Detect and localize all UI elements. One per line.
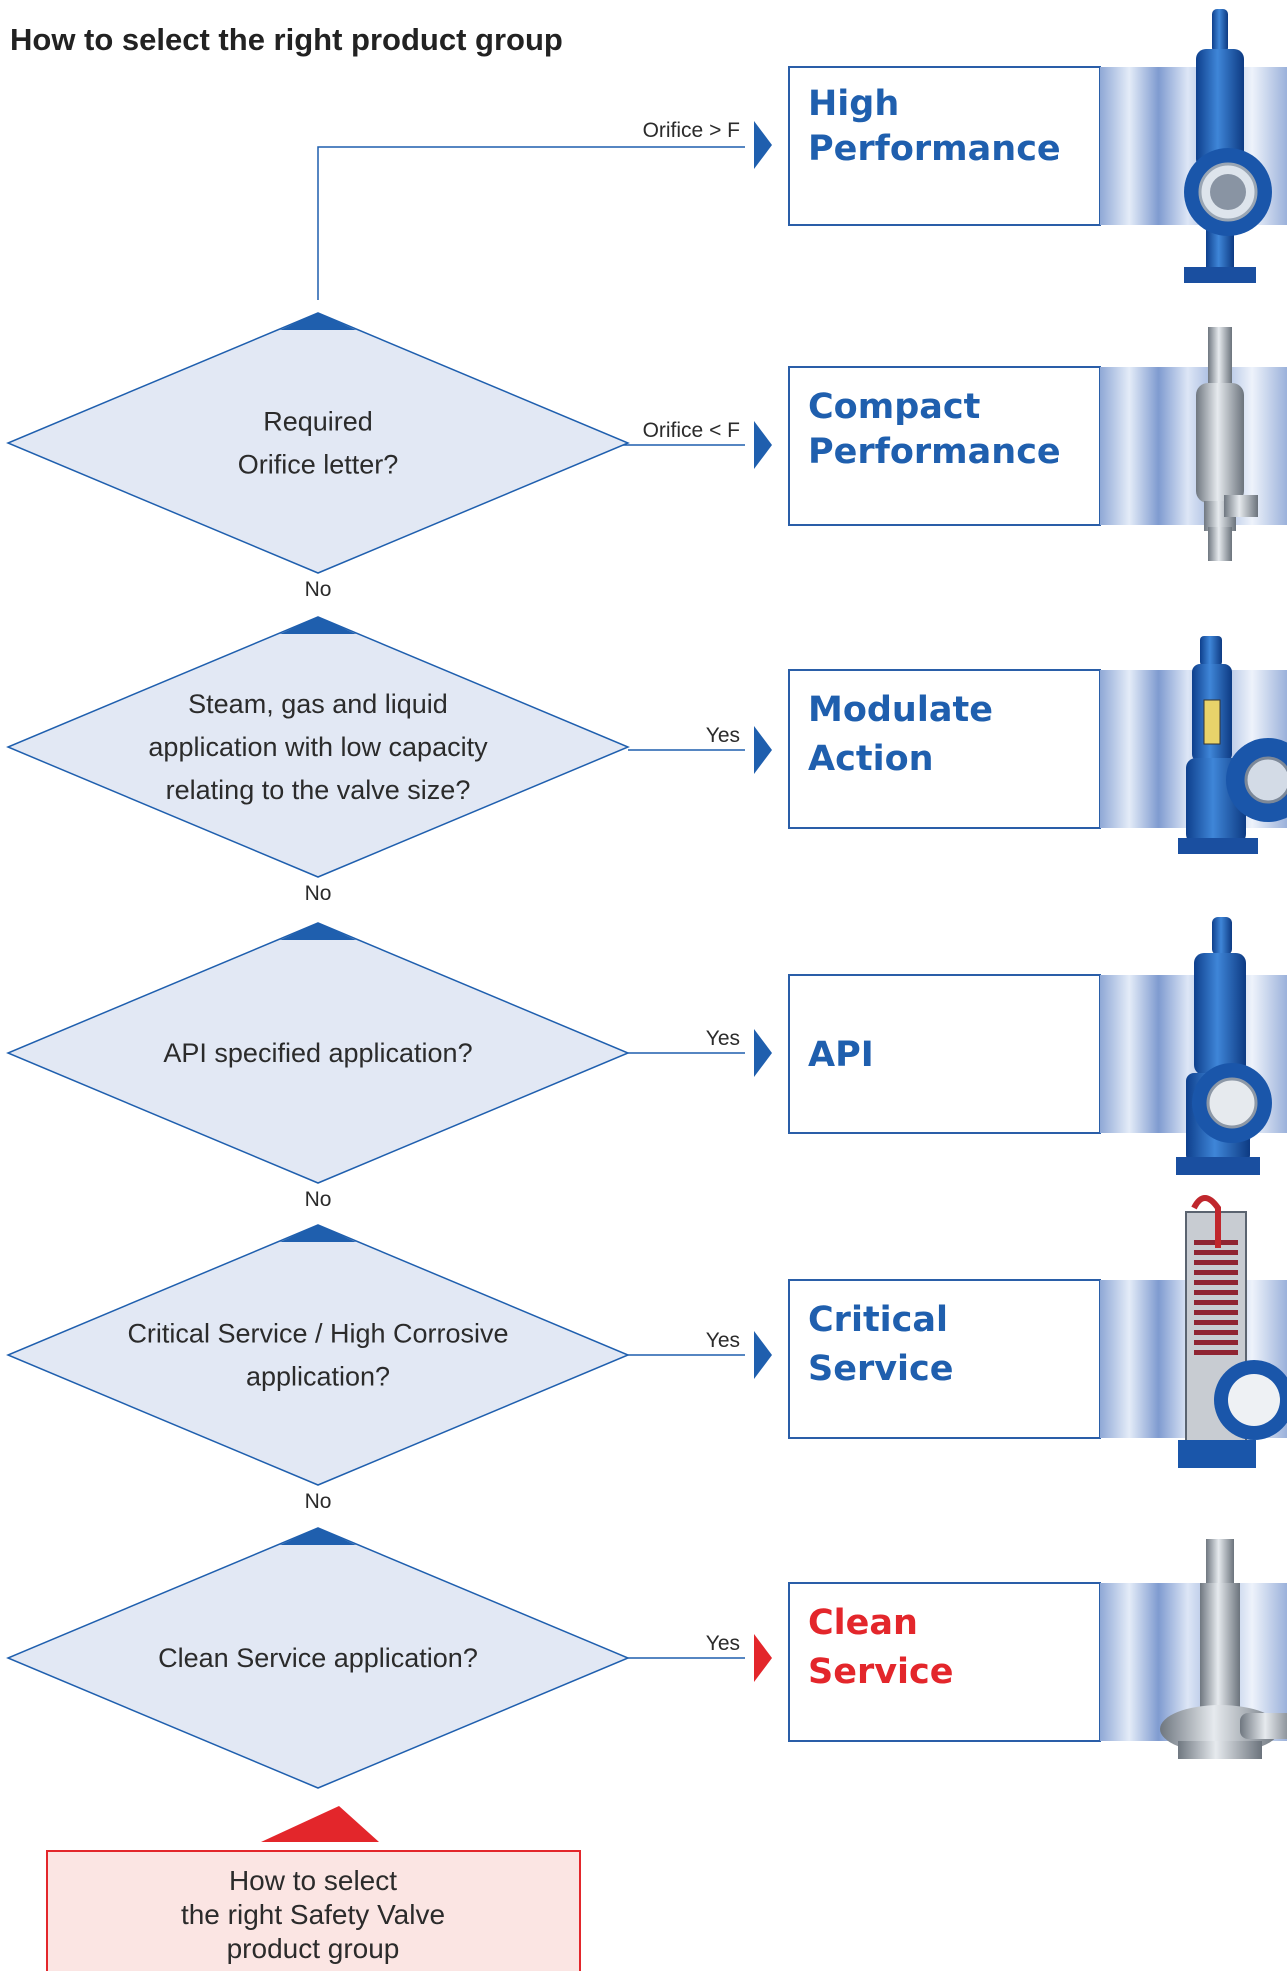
decision-text: Steam, gas and liquid bbox=[188, 689, 448, 719]
branch: Yes bbox=[706, 1329, 772, 1379]
api-valve-icon bbox=[1176, 917, 1272, 1175]
product-box bbox=[788, 1582, 1101, 1742]
product-box bbox=[788, 669, 1101, 829]
decision-text: application with low capacity bbox=[148, 732, 488, 762]
decision-text: relating to the valve size? bbox=[166, 775, 471, 805]
branch: Yes bbox=[706, 724, 772, 774]
product-title: Compact bbox=[808, 387, 980, 427]
clean-service-valve-icon bbox=[1160, 1539, 1287, 1759]
product-title: Critical bbox=[808, 1300, 948, 1340]
bottom-callout-line-3: product group bbox=[227, 1933, 400, 1964]
decision-exit-label: No bbox=[305, 1490, 332, 1513]
product-groups: HighPerformanceCompactPerformanceModulat… bbox=[788, 9, 1287, 1759]
connector-orifice-gt-f bbox=[317, 146, 745, 300]
decision-text: Required bbox=[263, 407, 373, 437]
product-title: Service bbox=[808, 1652, 954, 1692]
decision-text: Orifice letter? bbox=[238, 450, 399, 480]
decision-entry-arrow bbox=[280, 313, 356, 330]
product-title: Clean bbox=[808, 1603, 918, 1643]
decision-exit-label: No bbox=[305, 578, 332, 601]
decision-exit-label: No bbox=[305, 1188, 332, 1211]
product-box bbox=[788, 366, 1101, 526]
branch-arrowhead bbox=[754, 421, 772, 469]
bottom-callout-line-1: How to select bbox=[229, 1865, 397, 1896]
decision-text: Critical Service / High Corrosive bbox=[127, 1319, 508, 1349]
product-title: High bbox=[808, 84, 899, 124]
branch: Yes bbox=[706, 1632, 772, 1682]
product-title: Action bbox=[808, 739, 934, 779]
decision-diamond bbox=[6, 922, 630, 1184]
bottom-callout-line-2: the right Safety Valve bbox=[181, 1899, 445, 1930]
branch-arrowhead bbox=[754, 1634, 772, 1682]
decision-diamond bbox=[6, 1224, 630, 1486]
product-box bbox=[788, 974, 1101, 1134]
product-title: API bbox=[808, 1035, 874, 1075]
branch-label: Orifice > F bbox=[643, 119, 740, 142]
branch-arrowhead bbox=[754, 1029, 772, 1077]
modulate-action-valve-icon bbox=[1178, 636, 1287, 854]
branch-label: Yes bbox=[706, 1632, 740, 1655]
decision-entry-arrow bbox=[280, 617, 356, 634]
decision-node: Clean Service application? bbox=[6, 1527, 630, 1789]
decision-entry-arrow bbox=[280, 1528, 356, 1545]
branch: Yes bbox=[706, 1027, 772, 1077]
product-group: API bbox=[788, 917, 1287, 1175]
product-title: Performance bbox=[808, 432, 1061, 472]
branch: Orifice > F bbox=[643, 119, 772, 169]
product-image-background bbox=[1100, 367, 1287, 525]
decision-exit-label: No bbox=[305, 882, 332, 905]
decision-text: Clean Service application? bbox=[158, 1643, 478, 1673]
product-title: Service bbox=[808, 1349, 954, 1389]
decision-text: application? bbox=[246, 1362, 390, 1392]
branch-label: Yes bbox=[706, 1027, 740, 1050]
bottom-callout: How to select the right Safety Valve pro… bbox=[46, 1806, 581, 1971]
product-box bbox=[788, 1279, 1101, 1439]
branch-arrowhead bbox=[754, 726, 772, 774]
high-performance-valve-icon bbox=[1184, 9, 1272, 283]
decision-node: API specified application? No bbox=[6, 922, 630, 1211]
connector-lines bbox=[317, 146, 745, 1659]
branch: Orifice < F bbox=[643, 419, 772, 469]
branch-label: Orifice < F bbox=[643, 419, 740, 442]
decision-diamond bbox=[6, 616, 630, 878]
decision-diamond bbox=[6, 1527, 630, 1789]
bottom-callout-box bbox=[46, 1850, 581, 1971]
decision-node: Steam, gas and liquid application with lo… bbox=[6, 616, 630, 905]
critical-service-valve-icon bbox=[1178, 1195, 1287, 1468]
branch-label: Yes bbox=[706, 724, 740, 747]
decision-node: Critical Service / High Corrosive applica… bbox=[6, 1224, 630, 1513]
page-title: How to select the right product group bbox=[10, 22, 563, 57]
decision-diamond bbox=[6, 312, 630, 574]
product-title: Modulate bbox=[808, 690, 993, 730]
decision-text: API specified application? bbox=[163, 1038, 472, 1068]
product-title: Performance bbox=[808, 129, 1061, 169]
branch-arrowhead bbox=[754, 1331, 772, 1379]
compact-performance-valve-icon bbox=[1196, 327, 1258, 561]
branch-arrowhead bbox=[754, 121, 772, 169]
bottom-callout-arrow bbox=[261, 1806, 379, 1842]
decision-entry-arrow bbox=[280, 1225, 356, 1242]
decision-entry-arrow bbox=[280, 923, 356, 940]
branch-label: Yes bbox=[706, 1329, 740, 1352]
